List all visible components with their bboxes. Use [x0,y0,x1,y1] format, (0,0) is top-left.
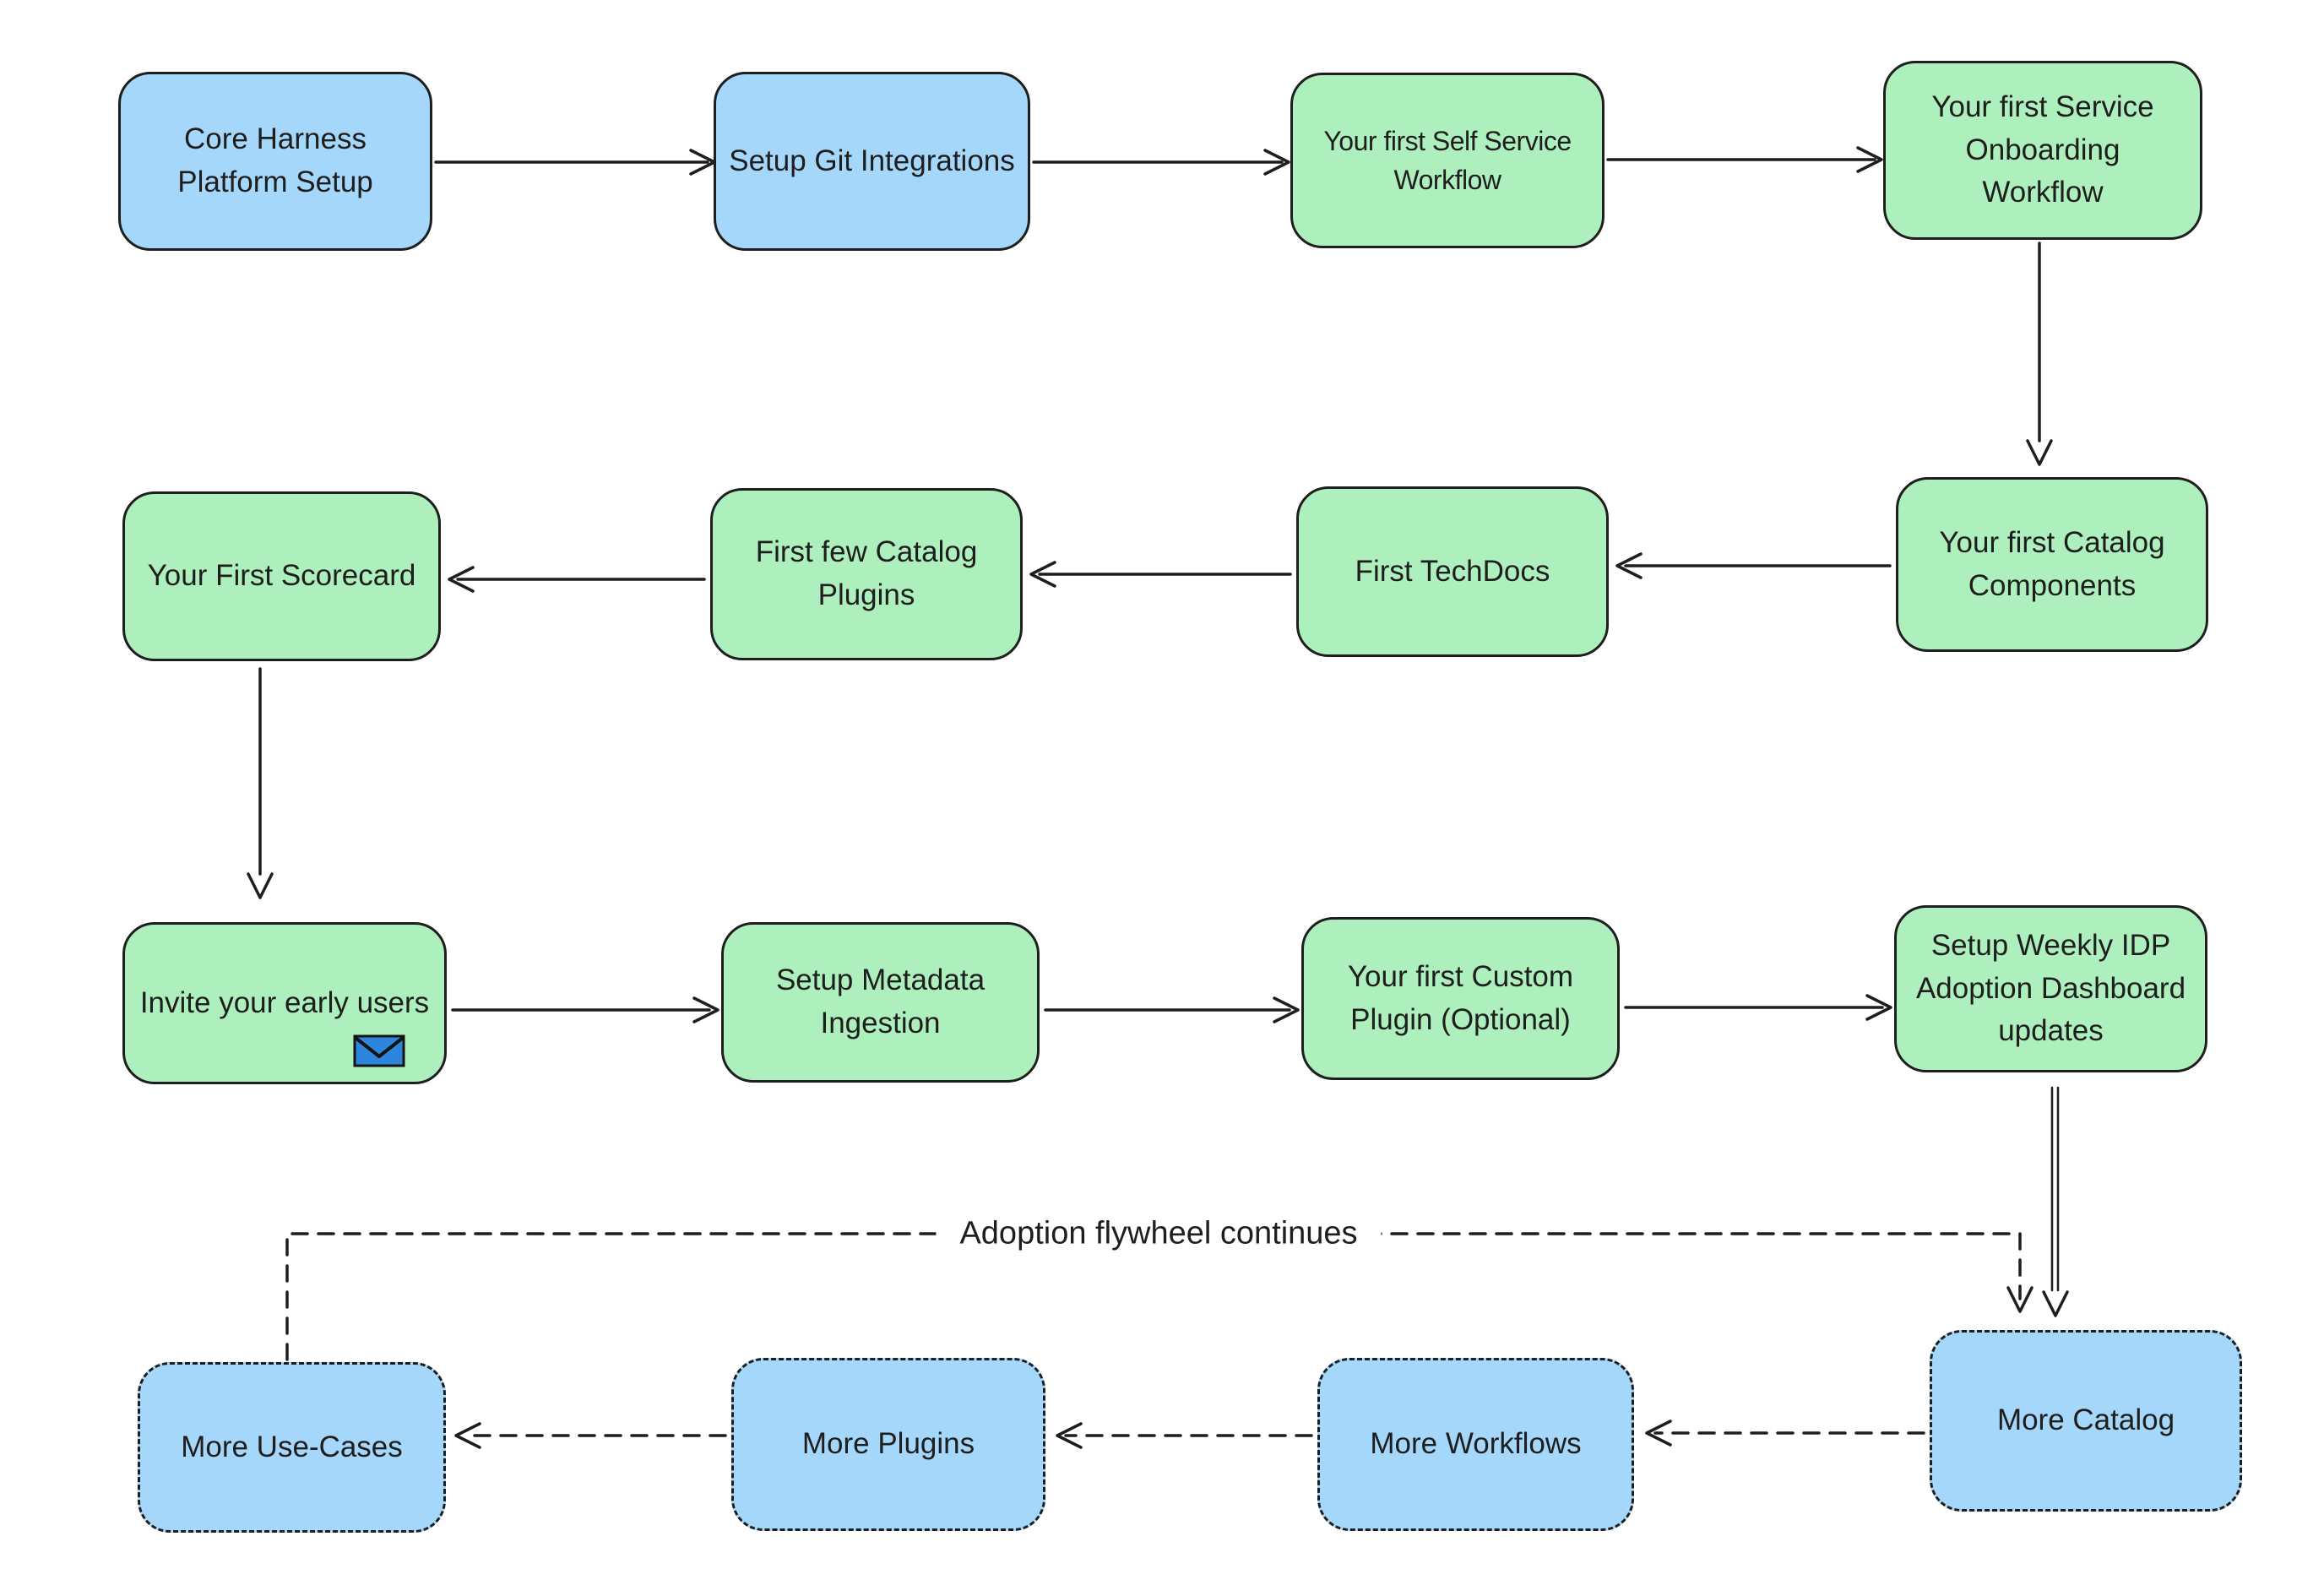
arrow-scorecard-to-invite [247,667,274,899]
arrow-morecatalog-to-moreworkflows [1645,1420,1925,1447]
node-more-use-cases: More Use-Cases [138,1362,446,1533]
envelope-icon [353,1033,405,1068]
node-first-few-catalog-plugins: First few Catalog Plugins [710,488,1023,660]
node-label: First few Catalog Plugins [755,535,978,611]
node-label: More Catalog [1996,1403,2175,1437]
node-label: Setup Metadata Ingestion [775,964,986,1040]
arrow-components-to-techdocs [1615,552,1892,579]
node-first-self-service-workflow: Your first Self Service Workflow [1290,73,1605,248]
arrow-selfservice-to-onboarding [1606,146,1883,173]
node-more-workflows: More Workflows [1317,1358,1634,1531]
node-weekly-idp-adoption-dashboard: Setup Weekly IDP Adoption Dashboard upda… [1894,905,2207,1072]
node-label: More Use-Cases [181,1430,403,1463]
arrow-onboarding-to-components [2026,242,2053,466]
arrow-dashboard-to-morecatalog [2042,1086,2069,1317]
node-label: First TechDocs [1355,554,1550,588]
node-first-catalog-components: Your first Catalog Components [1896,477,2208,652]
node-setup-git-integrations: Setup Git Integrations [714,72,1030,251]
arrow-core-to-git [434,149,716,176]
node-label: Setup Weekly IDP Adoption Dashboard upda… [1915,928,2186,1048]
node-label: Setup Git Integrations [729,144,1015,177]
node-label: Your First Scorecard [147,559,416,593]
node-label: More Plugins [801,1427,975,1461]
arrow-moreplugins-to-moreusecases [454,1422,727,1449]
node-label: Your first Custom Plugin (Optional) [1347,959,1574,1036]
arrow-metadata-to-customplugin [1044,996,1300,1023]
arrow-invite-to-metadata [451,996,719,1023]
node-label: More Workflows [1370,1427,1582,1461]
node-label: Your first Service Onboarding Workflow [1931,90,2154,209]
arrow-flywheel-loop [285,1232,2033,1361]
node-label: Invite your early users [139,985,430,1019]
node-setup-metadata-ingestion: Setup Metadata Ingestion [721,922,1040,1083]
arrow-git-to-selfservice [1032,149,1290,176]
node-first-service-onboarding-workflow: Your first Service Onboarding Workflow [1883,61,2202,240]
node-your-first-scorecard: Your First Scorecard [122,491,441,661]
node-label: Your first Self Service Workflow [1323,125,1572,195]
node-label: Core Harness Platform Setup [177,122,373,198]
node-more-catalog: More Catalog [1930,1330,2242,1512]
node-core-harness-platform-setup: Core Harness Platform Setup [118,72,432,251]
node-invite-your-early-users: Invite your early users [122,922,447,1084]
arrow-plugins-to-scorecard [448,566,706,593]
node-first-techdocs: First TechDocs [1296,486,1609,657]
arrow-techdocs-to-plugins [1029,561,1292,588]
arrow-moreworkflows-to-moreplugins [1056,1422,1313,1449]
node-first-custom-plugin: Your first Custom Plugin (Optional) [1301,917,1620,1080]
flywheel-label: Adoption flywheel continues [936,1212,1382,1256]
arrow-customplugin-to-dashboard [1624,994,1892,1021]
node-more-plugins: More Plugins [731,1358,1045,1531]
node-label: Your first Catalog Components [1939,525,2165,602]
